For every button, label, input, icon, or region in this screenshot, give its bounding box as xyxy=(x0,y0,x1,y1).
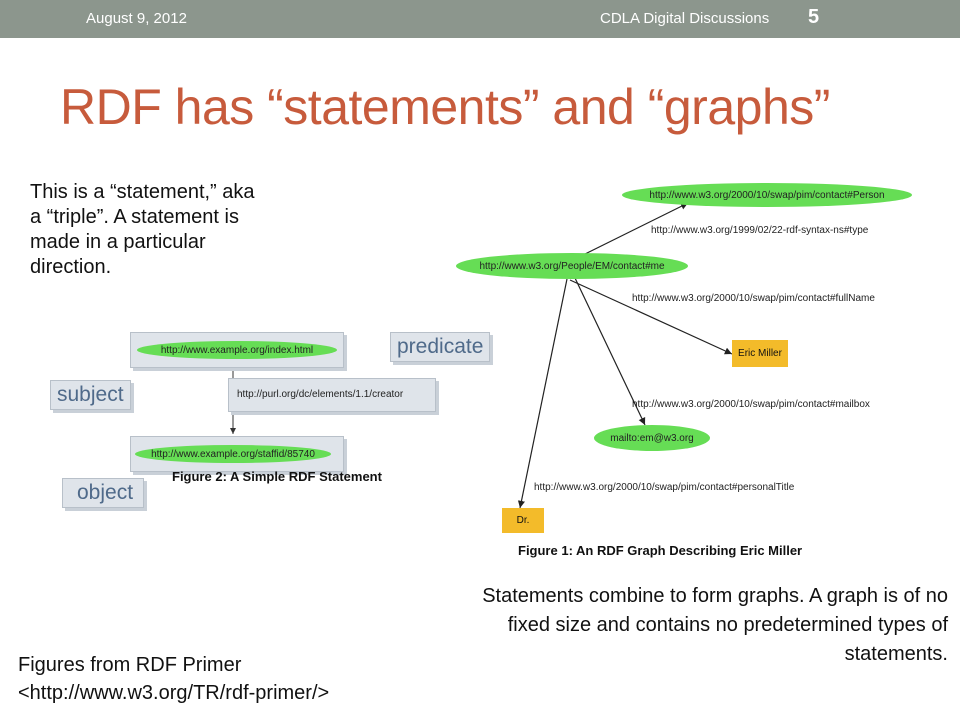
me-node: http://www.w3.org/People/EM/contact#me xyxy=(456,253,688,279)
slide-title: RDF has “statements” and “graphs” xyxy=(60,79,830,135)
slide-footer: CDLA Digital Discussions xyxy=(600,10,770,27)
mailbox-predicate-label: http://www.w3.org/2000/10/swap/pim/conta… xyxy=(632,399,870,410)
object-box: http://www.example.org/staffid/85740 xyxy=(130,436,344,472)
graph-figure-caption: Figure 1: An RDF Graph Describing Eric M… xyxy=(518,543,803,558)
type-predicate-label: http://www.w3.org/1999/02/22-rdf-syntax-… xyxy=(651,225,869,236)
statement-text: This is a “statement,” aka a “triple”. A… xyxy=(30,181,255,278)
predicate-box: http://purl.org/dc/elements/1.1/creator xyxy=(228,378,436,412)
fullname-literal: Eric Miller xyxy=(732,340,788,367)
graph-text: Statements combine to form graphs. A gra… xyxy=(482,585,948,665)
subject-uri-node: http://www.example.org/index.html xyxy=(137,341,337,359)
predicate-tag: predicate xyxy=(390,332,491,362)
personal-title-literal: Dr. xyxy=(502,508,544,533)
subject-tag: subject xyxy=(50,380,131,410)
personal-title-predicate-label: http://www.w3.org/2000/10/swap/pim/conta… xyxy=(534,482,795,493)
figures-source-line1: Figures from RDF Primer xyxy=(18,654,242,676)
subject-box: http://www.example.org/index.html xyxy=(130,332,344,368)
figures-source-link: <http://www.w3.org/TR/rdf-primer/> xyxy=(18,682,330,704)
slide-number: 5 xyxy=(808,6,820,28)
slide-date: August 9, 2012 xyxy=(86,10,187,27)
person-class-node: http://www.w3.org/2000/10/swap/pim/conta… xyxy=(622,183,912,207)
object-tag: object xyxy=(62,478,145,508)
fullname-predicate-label: http://www.w3.org/2000/10/swap/pim/conta… xyxy=(632,293,875,304)
predicate-uri-label: http://purl.org/dc/elements/1.1/creator xyxy=(237,389,404,400)
header-bar: August 9, 2012 CDLA Digital Discussions … xyxy=(0,0,960,38)
statement-figure-caption: Figure 2: A Simple RDF Statement xyxy=(172,469,382,484)
mailbox-node: mailto:em@w3.org xyxy=(594,425,710,451)
object-uri-node: http://www.example.org/staffid/85740 xyxy=(135,445,331,463)
figures-source: Figures from RDF Primer <http://www.w3.o… xyxy=(18,651,329,707)
